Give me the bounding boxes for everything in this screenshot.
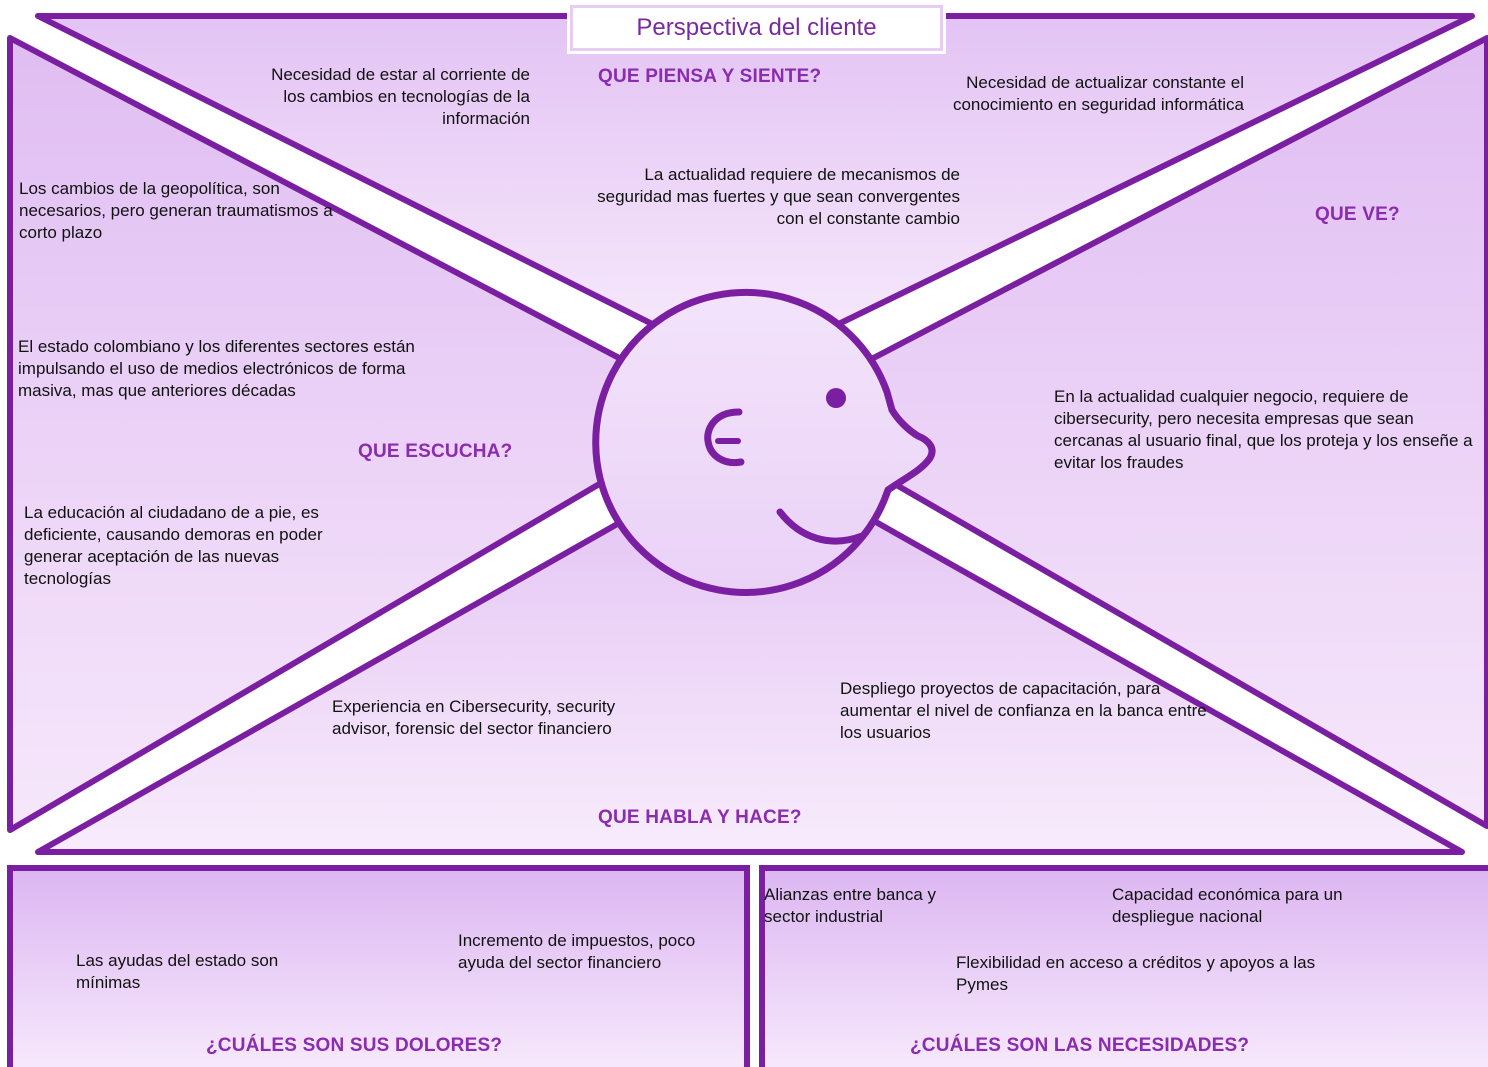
quadrant-escucha	[7, 35, 725, 833]
note-dolores-2: Incremento de impuestos, poco ayuda del …	[458, 931, 696, 972]
head-icon	[592, 288, 936, 596]
note-piensa-2: Necesidad de actualizar constante el con…	[952, 73, 1244, 114]
heading-escucha: QUE ESCUCHA?	[358, 441, 513, 462]
quadrant-habla	[35, 447, 1465, 855]
box-dolores	[7, 865, 750, 1067]
box-necesidades	[759, 865, 1488, 1067]
quadrant-ve	[767, 35, 1488, 829]
heading-piensa: QUE PIENSA Y SIENTE?	[598, 66, 822, 87]
smile-icon	[776, 508, 866, 545]
heading-dolores: ¿CUÁLES SON SUS DOLORES?	[206, 1035, 503, 1056]
ear-icon	[704, 408, 745, 467]
page-title: Perspectiva del cliente	[567, 2, 946, 54]
note-escucha-3: La educación al ciudadano de a pie, es d…	[24, 503, 323, 588]
note-habla-1: Experiencia en Cibersecurity, security a…	[332, 697, 616, 738]
note-necesidades-3: Flexibilidad en acceso a créditos y apoy…	[956, 953, 1316, 994]
heading-habla: QUE HABLA Y HACE?	[598, 807, 802, 828]
note-habla-2: Despliego proyectos de capacitación, par…	[840, 679, 1207, 742]
heading-necesidades: ¿CUÁLES SON LAS NECESIDADES?	[910, 1035, 1250, 1056]
note-necesidades-1: Alianzas entre banca y sector industrial	[764, 885, 936, 926]
heading-ve: QUE VE?	[1315, 204, 1400, 225]
note-ve-1: En la actualidad cualquier negocio, requ…	[1054, 387, 1473, 472]
note-dolores-1: Las ayudas del estado son mínimas	[76, 951, 279, 992]
eye-icon	[826, 388, 846, 408]
note-piensa-3: La actualidad requiere de mecanismos de …	[597, 165, 960, 228]
note-escucha-2: El estado colombiano y los diferentes se…	[18, 337, 415, 400]
note-necesidades-2: Capacidad económica para un despliegue n…	[1112, 885, 1343, 926]
note-piensa-1: Necesidad de estar al corriente de los c…	[271, 65, 530, 128]
note-escucha-1: Los cambios de la geopolítica, son neces…	[19, 179, 333, 242]
